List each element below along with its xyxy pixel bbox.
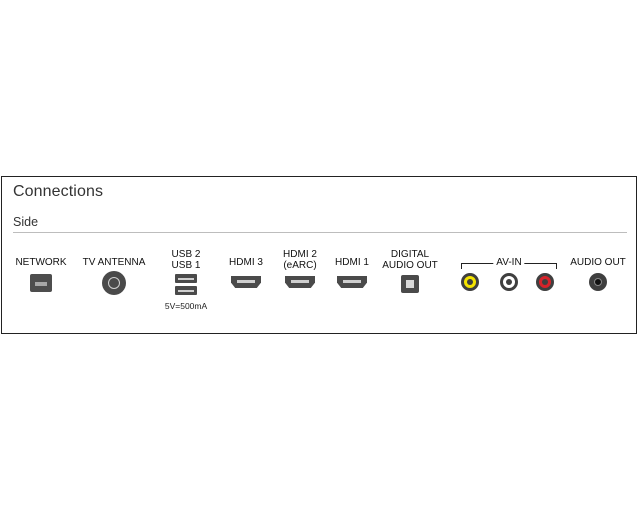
hdmi1-port-icon	[337, 276, 367, 288]
coax-port-icon	[102, 271, 126, 295]
hdmi3-label: HDMI 3	[229, 257, 263, 268]
audio-out-label: AUDIO OUT	[570, 257, 626, 268]
hdmi3-port-icon	[231, 276, 261, 288]
panel-title: Connections	[13, 183, 104, 200]
av-in-label: AV-IN	[493, 257, 525, 268]
usb-2-port-icon	[175, 274, 197, 283]
tv-antenna-label: TV ANTENNA	[82, 257, 146, 268]
section-label: Side	[13, 215, 39, 229]
optical-port-icon	[401, 275, 419, 293]
section-divider	[13, 232, 627, 233]
usb-label: USB 2 USB 1	[171, 249, 201, 271]
hdmi2-port-icon	[285, 276, 315, 288]
usb-1-port-icon	[175, 286, 197, 295]
rca-audio-red-icon	[536, 273, 554, 291]
network-label: NETWORK	[15, 257, 67, 268]
rj45-port-icon	[30, 274, 52, 292]
connections-panel: Connections Side NETWORK TV ANTENNA USB …	[1, 176, 637, 334]
rca-audio-white-icon	[500, 273, 518, 291]
digital-audio-out-label: DIGITAL AUDIO OUT	[382, 249, 438, 271]
hdmi2-label: HDMI 2 (eARC)	[283, 249, 317, 271]
rca-video-yellow-icon	[461, 273, 479, 291]
usb-power-note: 5V=500mA	[164, 301, 208, 311]
headphone-jack-icon	[589, 273, 607, 291]
hdmi1-label: HDMI 1	[335, 257, 369, 268]
